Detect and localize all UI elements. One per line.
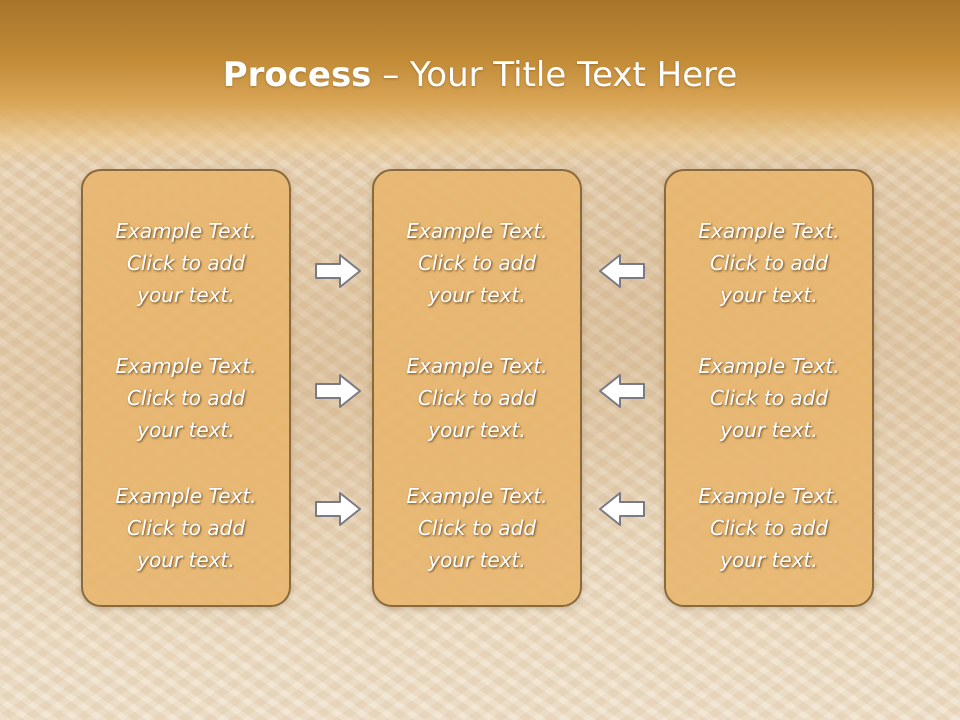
slide-title[interactable]: Process – Your Title Text Here [0,52,960,98]
text-line: your text. [137,548,235,572]
text-line: Click to add [417,386,537,410]
text-line: Example Text. [406,484,548,508]
text-line: Example Text. [406,354,548,378]
text-line: Click to add [126,251,246,275]
text-placeholder[interactable]: Example Text. Click to add your text. [83,480,289,576]
text-line: Click to add [126,516,246,540]
text-line: Click to add [126,386,246,410]
text-placeholder[interactable]: Example Text. Click to add your text. [83,350,289,446]
text-placeholder[interactable]: Example Text. Click to add your text. [374,350,580,446]
arrow-right-icon [313,489,363,529]
text-line: Example Text. [698,219,840,243]
title-rest: – Your Title Text Here [371,55,738,95]
text-line: Click to add [709,251,829,275]
text-placeholder[interactable]: Example Text. Click to add your text. [83,215,289,311]
text-line: Example Text. [406,219,548,243]
text-line: your text. [428,283,526,307]
panel-center: Example Text. Click to add your text. Ex… [372,169,582,607]
text-line: your text. [720,548,818,572]
panel-left: Example Text. Click to add your text. Ex… [81,169,291,607]
text-line: your text. [428,418,526,442]
text-line: Example Text. [698,484,840,508]
title-bold: Process [222,55,372,95]
text-line: your text. [137,418,235,442]
text-placeholder[interactable]: Example Text. Click to add your text. [666,350,872,446]
arrow-left-icon [597,371,647,411]
arrow-right-icon [313,371,363,411]
text-placeholder[interactable]: Example Text. Click to add your text. [374,215,580,311]
text-line: your text. [137,283,235,307]
text-placeholder[interactable]: Example Text. Click to add your text. [374,480,580,576]
arrow-left-icon [597,489,647,529]
text-placeholder[interactable]: Example Text. Click to add your text. [666,480,872,576]
text-line: Click to add [709,386,829,410]
arrow-right-icon [313,251,363,291]
text-placeholder[interactable]: Example Text. Click to add your text. [666,215,872,311]
arrow-left-icon [597,251,647,291]
text-line: Click to add [417,251,537,275]
text-line: your text. [428,548,526,572]
text-line: Click to add [709,516,829,540]
text-line: your text. [720,283,818,307]
text-line: Example Text. [115,484,257,508]
header-band [0,0,960,165]
text-line: Example Text. [698,354,840,378]
text-line: Example Text. [115,354,257,378]
text-line: your text. [720,418,818,442]
text-line: Click to add [417,516,537,540]
text-line: Example Text. [115,219,257,243]
panel-right: Example Text. Click to add your text. Ex… [664,169,874,607]
